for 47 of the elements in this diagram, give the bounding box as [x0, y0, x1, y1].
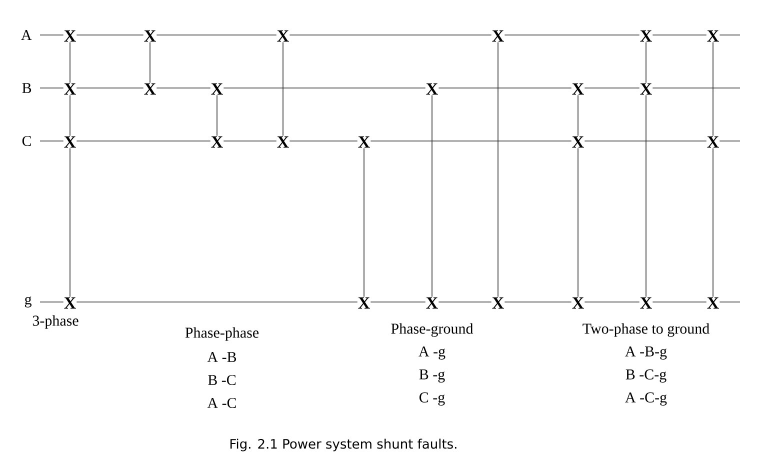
- fault-mark: X: [276, 136, 290, 148]
- fault-mark: X: [143, 30, 157, 42]
- connection-line: [712, 148, 714, 298]
- fault-mark: X: [571, 296, 585, 310]
- fault-combination: B -C-g: [626, 369, 666, 383]
- fault-type-label: Two-phase to ground: [582, 323, 710, 337]
- fault-type-label: 3-phase: [32, 315, 78, 329]
- fault-mark: X: [357, 296, 371, 310]
- fault-mark: X: [639, 30, 653, 42]
- fault-mark: X: [425, 296, 439, 310]
- bus-label: g: [24, 296, 32, 308]
- fault-combination: A -B: [207, 352, 236, 362]
- fault-mark: X: [491, 296, 505, 310]
- bus-label: C: [22, 136, 31, 146]
- fault-mark: X: [706, 136, 720, 148]
- fault-mark: X: [706, 296, 720, 310]
- fault-type-label: Phase-phase: [185, 327, 259, 341]
- fault-mark: X: [63, 136, 77, 148]
- fault-combination: A -B-g: [625, 346, 667, 360]
- fault-mark: X: [63, 82, 77, 96]
- fault-combination: A -C: [207, 398, 236, 408]
- fault-combination: B -g: [419, 369, 445, 383]
- fault-mark: X: [357, 136, 371, 148]
- fault-mark: X: [571, 82, 585, 96]
- fault-mark: X: [639, 82, 653, 96]
- bus-label: A: [21, 30, 32, 40]
- fault-mark: X: [491, 30, 505, 42]
- connection-line: [712, 42, 714, 136]
- fault-mark: X: [425, 82, 439, 96]
- fault-mark: X: [706, 30, 720, 42]
- figure-caption: Fig. 2.1 Power system shunt faults.: [230, 438, 456, 452]
- fault-combination: A -C-g: [625, 392, 667, 406]
- fault-combination: C -g: [420, 392, 445, 406]
- fault-mark: X: [63, 30, 77, 42]
- connection-line: [282, 42, 284, 136]
- fault-mark: X: [571, 136, 585, 148]
- connection-line: [216, 94, 218, 136]
- fault-combination: A -g: [418, 346, 446, 360]
- fault-mark: X: [639, 296, 653, 310]
- fault-mark: X: [63, 296, 77, 310]
- fault-mark: X: [276, 30, 290, 42]
- fault-combination: B -C: [208, 374, 236, 386]
- fault-mark: X: [210, 136, 224, 148]
- fault-type-label: Phase-ground: [391, 323, 474, 337]
- fault-mark: X: [143, 82, 157, 96]
- fault-mark: X: [210, 82, 224, 96]
- bus-label: B: [22, 83, 32, 93]
